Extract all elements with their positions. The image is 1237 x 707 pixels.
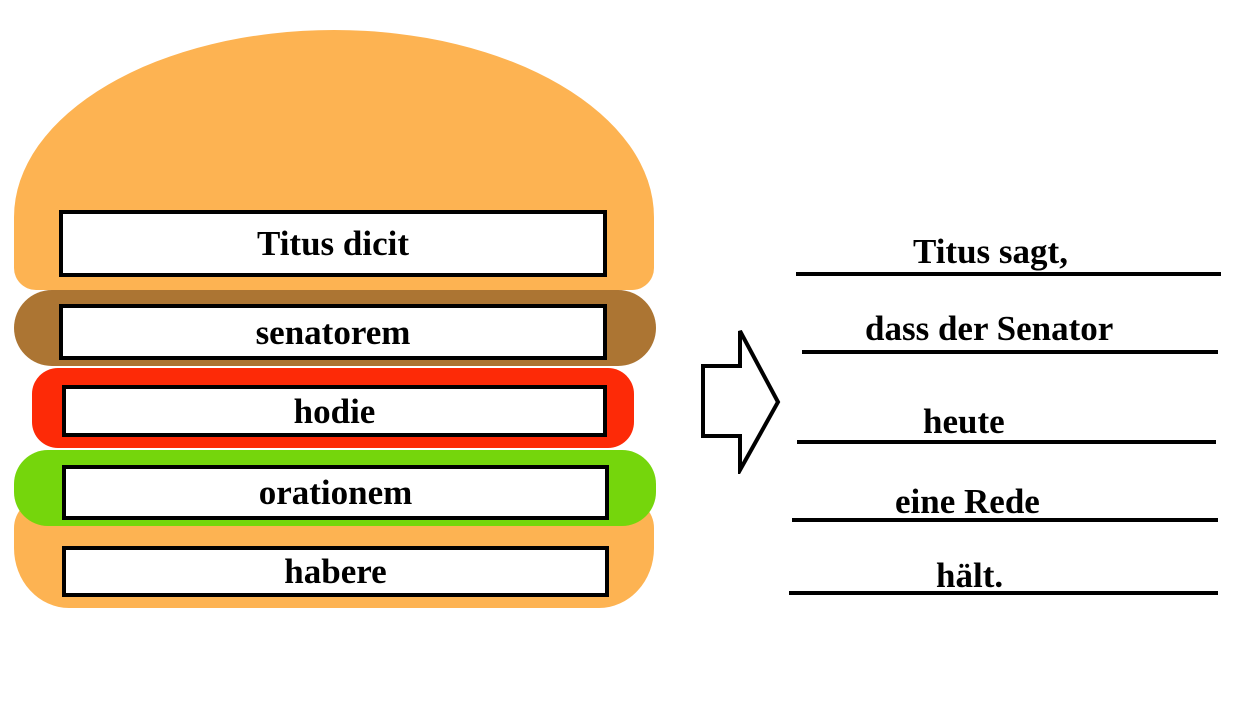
- latin-word-box: hodie: [62, 385, 607, 437]
- latin-word-box: senatorem: [59, 304, 607, 360]
- right-arrow-icon: [701, 330, 781, 474]
- translation-line: hält.: [936, 556, 1004, 595]
- answer-line: [796, 272, 1221, 276]
- answer-line: [802, 350, 1218, 354]
- latin-word-box: Titus dicit: [59, 210, 607, 277]
- translation-line: eine Rede: [895, 482, 1040, 521]
- translation-line: Titus sagt,: [913, 232, 1068, 271]
- answer-line: [789, 591, 1218, 595]
- answer-line: [792, 518, 1218, 522]
- translation-line: heute: [923, 402, 1005, 441]
- latin-word-box: orationem: [62, 465, 609, 520]
- latin-word-box: habere: [62, 546, 609, 597]
- answer-line: [797, 440, 1216, 444]
- translation-line: dass der Senator: [865, 309, 1114, 348]
